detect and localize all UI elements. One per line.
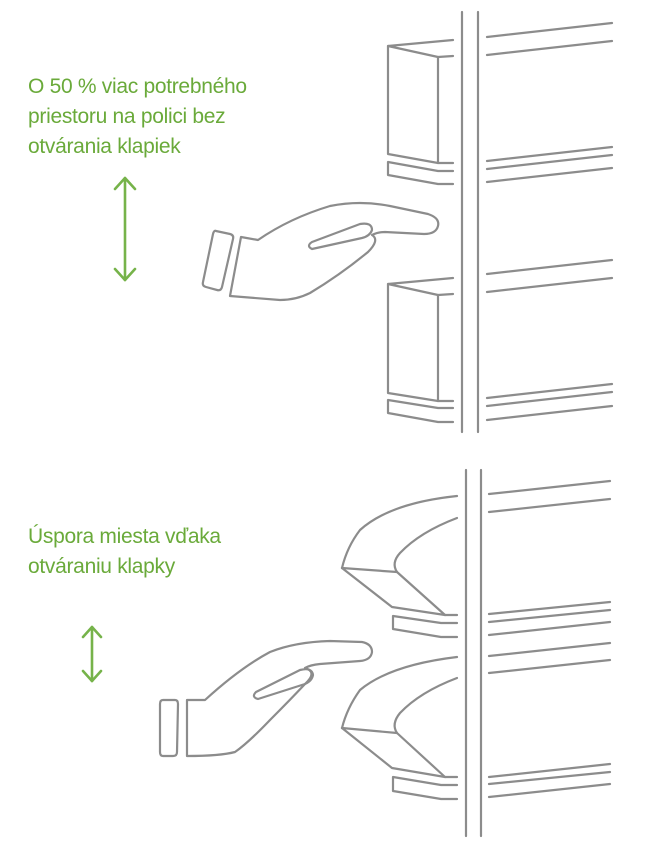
caption-space-saving: Úspora miesta vďaka otváraniu klapky (28, 522, 221, 582)
caption-more-space: O 50 % viac potrebného priestoru na poli… (28, 72, 247, 162)
bottom-shelf-illustration (340, 468, 612, 838)
double-arrow-vertical-icon (81, 625, 103, 683)
caption-line: otvárania klapiek (28, 135, 181, 158)
double-arrow-vertical-icon (113, 176, 137, 282)
hand-icon (158, 639, 374, 758)
hand-icon (201, 201, 440, 302)
caption-line: otváraniu klapky (28, 555, 175, 578)
caption-line: priestoru na polici bez (28, 105, 226, 128)
caption-line: O 50 % viac potrebného (28, 75, 247, 98)
top-shelf-illustration (386, 10, 614, 434)
caption-line: Úspora miesta vďaka (28, 525, 221, 548)
